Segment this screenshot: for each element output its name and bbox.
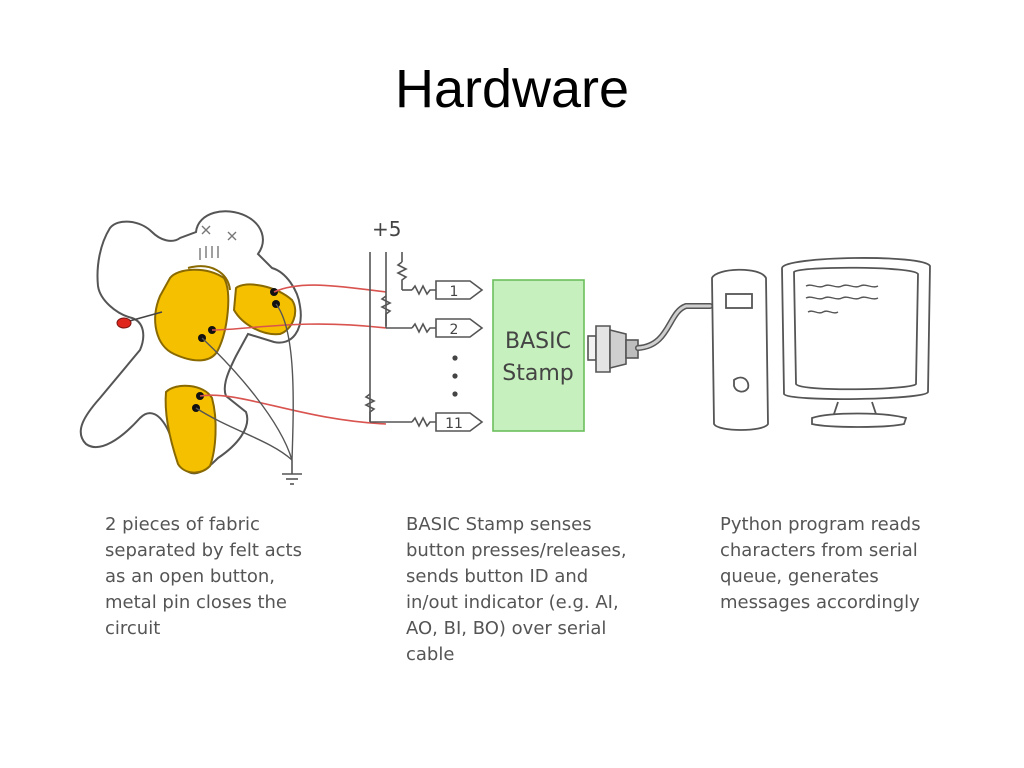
computer-tower-icon (711, 268, 769, 431)
signal-wires (199, 284, 387, 425)
power-rails (364, 252, 436, 428)
input-connector-1 (435, 280, 484, 300)
ellipsis-dots (452, 355, 458, 397)
input-connector-2 (435, 318, 484, 338)
input-connectors (435, 280, 484, 432)
supply-voltage-label: +5 (372, 217, 401, 241)
fabric-pad-upper-left (154, 265, 231, 362)
plush-doll-illustration (79, 210, 302, 475)
caption-python-program: Python program reads characters from ser… (720, 514, 921, 613)
caption-fabric-button: 2 pieces of fabric separated by felt act… (105, 514, 302, 639)
caption-basic-stamp: BASIC Stamp senses button presses/releas… (406, 514, 627, 665)
input-label-2: 2 (450, 322, 459, 338)
fabric-pad-lower (164, 384, 217, 474)
stamp-label-line2: Stamp (502, 361, 573, 386)
metal-pin-icon (116, 311, 163, 329)
serial-connector-icon (587, 325, 639, 373)
serial-cable (635, 303, 713, 351)
monitor-icon (781, 257, 931, 428)
basic-stamp-board (492, 279, 585, 432)
fabric-pad-upper-right (232, 283, 297, 336)
input-label-1: 1 (450, 284, 459, 300)
input-connector-11 (435, 412, 484, 432)
slide-title: Hardware (394, 59, 630, 119)
doll-face (199, 225, 237, 260)
monitor-text-scribbles (805, 284, 879, 314)
ground-wires (195, 303, 294, 461)
input-label-11: 11 (445, 416, 463, 432)
ground-symbol-icon (282, 460, 302, 485)
stamp-label-line1: BASIC (505, 329, 571, 354)
